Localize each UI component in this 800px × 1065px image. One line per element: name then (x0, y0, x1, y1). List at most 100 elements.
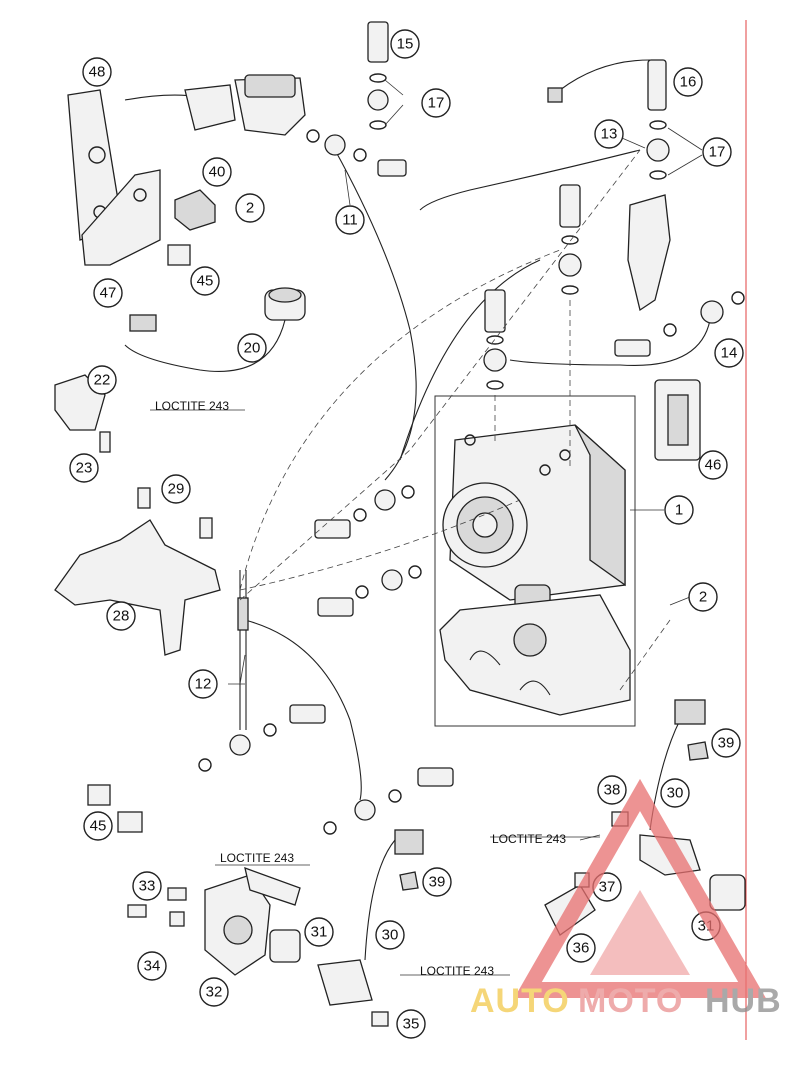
callout-14: 14 (714, 338, 744, 368)
callout-34: 34 (137, 951, 167, 981)
svg-text:20: 20 (244, 340, 261, 357)
callout-17: 17 (702, 137, 732, 167)
svg-text:36: 36 (573, 940, 590, 957)
bolt-part-29b (199, 517, 213, 539)
callout-38: 38 (597, 775, 627, 805)
watermark-text-hub: HUB (705, 982, 782, 1020)
callout-45: 45 (190, 266, 220, 296)
svg-text:13: 13 (601, 126, 618, 143)
callout-39: 39 (422, 867, 452, 897)
callout-30: 30 (375, 920, 405, 950)
callout-2: 2 (235, 193, 265, 223)
svg-text:17: 17 (709, 144, 726, 161)
clip-part-45 (167, 244, 191, 266)
callout-31: 31 (304, 917, 334, 947)
watermark-triangle (514, 778, 766, 998)
callout-15: 15 (390, 29, 420, 59)
callout-48: 48 (82, 57, 112, 87)
watermark-logo: AUTO MOTO HUB (470, 778, 782, 1020)
abs-mounting-bracket (439, 594, 631, 716)
callout-47: 47 (93, 278, 123, 308)
abs-unit-frame (434, 395, 636, 727)
svg-text:1: 1 (675, 502, 683, 519)
pressure-sensor-16 (547, 59, 651, 103)
svg-text:48: 48 (89, 64, 106, 81)
callout-2: 2 (688, 582, 718, 612)
callout-36: 36 (566, 933, 596, 963)
svg-text:34: 34 (144, 958, 161, 975)
svg-text:47: 47 (100, 285, 117, 302)
brake-line-14 (509, 319, 711, 367)
loctite-note: LOCTITE 243 (492, 832, 566, 846)
svg-text:39: 39 (429, 874, 446, 891)
banjo-fittings (198, 21, 745, 835)
holder-part-28 (54, 519, 221, 656)
callout-12: 12 (188, 669, 218, 699)
callout-20: 20 (237, 333, 267, 363)
clip-part-45c (117, 811, 143, 833)
master-cylinder (124, 74, 306, 136)
clip-part-45b (87, 784, 111, 806)
svg-text:32: 32 (206, 984, 223, 1001)
callout-35: 35 (396, 1009, 426, 1039)
svg-text:30: 30 (667, 785, 684, 802)
svg-text:39: 39 (718, 735, 735, 752)
svg-text:11: 11 (342, 212, 358, 229)
svg-text:35: 35 (403, 1016, 420, 1033)
svg-text:17: 17 (428, 95, 445, 112)
callout-33: 33 (132, 871, 162, 901)
callout-23: 23 (69, 453, 99, 483)
callout-40: 40 (202, 157, 232, 187)
brake-line-11 (334, 149, 417, 481)
watermark-text-auto: AUTO (470, 982, 570, 1020)
callout-17: 17 (421, 88, 451, 118)
callout-22: 22 (87, 365, 117, 395)
loctite-notes: LOCTITE 243 LOCTITE 243 LOCTITE 243 LOCT… (155, 399, 566, 978)
svg-text:46: 46 (705, 457, 722, 474)
assembly-dash-lines (239, 149, 671, 691)
bolt-part-23 (99, 431, 111, 453)
svg-text:12: 12 (195, 676, 212, 693)
svg-text:30: 30 (382, 927, 399, 944)
front-sensor-assembly (127, 829, 424, 1027)
svg-text:37: 37 (599, 879, 616, 896)
svg-text:2: 2 (246, 200, 254, 217)
callout-30: 30 (660, 778, 690, 808)
callout-45: 45 (83, 811, 113, 841)
svg-text:22: 22 (94, 372, 111, 389)
callout-13: 13 (594, 119, 624, 149)
caliper-top-right (627, 194, 671, 312)
callout-16: 16 (673, 67, 703, 97)
svg-text:2: 2 (699, 589, 707, 606)
loctite-note: LOCTITE 243 (220, 851, 294, 865)
svg-text:31: 31 (311, 924, 328, 941)
callout-39: 39 (711, 728, 741, 758)
svg-text:33: 33 (139, 878, 156, 895)
brake-pedal-assembly (67, 89, 161, 266)
abs-hydraulic-unit (442, 424, 626, 616)
svg-text:16: 16 (680, 74, 697, 91)
sensor-part-20 (124, 287, 306, 372)
svg-text:40: 40 (209, 164, 226, 181)
brake-line-12b (244, 619, 362, 801)
callout-28: 28 (106, 601, 136, 631)
leader-lines (150, 79, 703, 976)
loctite-note: LOCTITE 243 (155, 399, 229, 413)
svg-text:14: 14 (721, 345, 738, 362)
svg-text:28: 28 (113, 608, 130, 625)
callout-1: 1 (664, 495, 694, 525)
watermark-text-moto: MOTO (578, 982, 683, 1020)
svg-text:15: 15 (397, 36, 414, 53)
svg-text:45: 45 (197, 273, 214, 290)
loctite-note: LOCTITE 243 (420, 964, 494, 978)
clamp-part-40 (174, 189, 216, 231)
svg-text:29: 29 (168, 481, 185, 498)
brake-line-13 (399, 259, 541, 461)
svg-text:23: 23 (76, 460, 93, 477)
svg-text:38: 38 (604, 782, 621, 799)
callout-29: 29 (161, 474, 191, 504)
callout-32: 32 (199, 977, 229, 1007)
svg-text:45: 45 (90, 818, 107, 835)
